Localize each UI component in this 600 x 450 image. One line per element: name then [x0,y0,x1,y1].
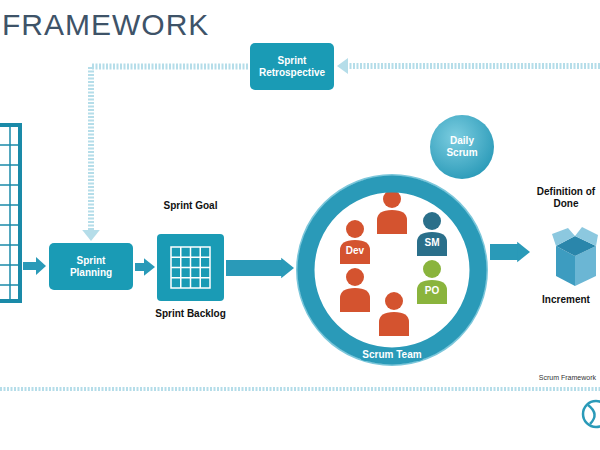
person-head [423,260,441,278]
circle-fill [430,115,494,179]
role-label: Dev [338,245,372,257]
grid-line [171,267,210,269]
increment-cube [552,226,598,288]
role-label: PO [415,285,449,297]
backlog-arrow [23,262,37,270]
person-head [346,220,364,238]
circle-label: Daily Scrum [439,135,485,159]
role-figure: SM [415,212,449,256]
grid-frame [171,247,210,288]
person-head [423,212,441,230]
artifact-label: Sprint Backlog [155,308,226,320]
ring-label: Scrum Team [359,349,424,361]
grid-icon [157,234,224,301]
footer-note: Scrum Framework [539,373,596,382]
arrow-head [82,230,100,241]
event-box: Sprint Planning [49,243,133,290]
flow-connector [490,244,520,260]
cube-flap [552,228,575,246]
arrow-head [144,258,155,276]
person-icon [415,260,449,304]
ring-outline [297,175,487,365]
artifact-heading: Sprint Goal [164,200,218,212]
artifact-box: Sprint GoalSprint Backlog [157,200,224,336]
team-circle: Scrum Team Dev SM PO [296,174,488,366]
role-figure: PO [415,260,449,304]
arrow-head [517,242,530,262]
person-icon [415,212,449,256]
flow-connector [226,260,284,276]
product-backlog-box [0,125,20,301]
team-members [340,190,409,336]
box-label: Sprint Planning [55,255,127,279]
grid-line [171,277,210,279]
cube-flap [575,227,598,246]
ring-shape [296,174,488,366]
grid-line [200,247,202,288]
flow-connector [91,67,248,232]
artifact-box: Definition of DoneIncrement [532,186,598,318]
arrow-head [36,257,46,275]
backlog-box [157,234,224,301]
backlog-rows [0,127,18,299]
diagram-title: FRAMEWORK [2,8,209,42]
flow-connector [135,263,145,271]
artifact-label: Increment [534,294,598,306]
person-icon [338,220,372,264]
arrow-head [337,58,348,74]
role-figure: Dev [338,220,372,264]
feedback-line [348,63,600,69]
box-label: Sprint Retrospective [256,55,328,79]
event-box: Sprint Retrospective [250,43,334,90]
bottom-rule [0,387,600,391]
team-ground [306,184,478,356]
logo [583,401,600,427]
arrow-head [281,258,294,278]
role-label: SM [415,237,449,249]
ring-band [306,184,478,356]
event-circle: Daily Scrum [429,114,495,180]
artifact-heading: Definition of Done [534,186,598,210]
